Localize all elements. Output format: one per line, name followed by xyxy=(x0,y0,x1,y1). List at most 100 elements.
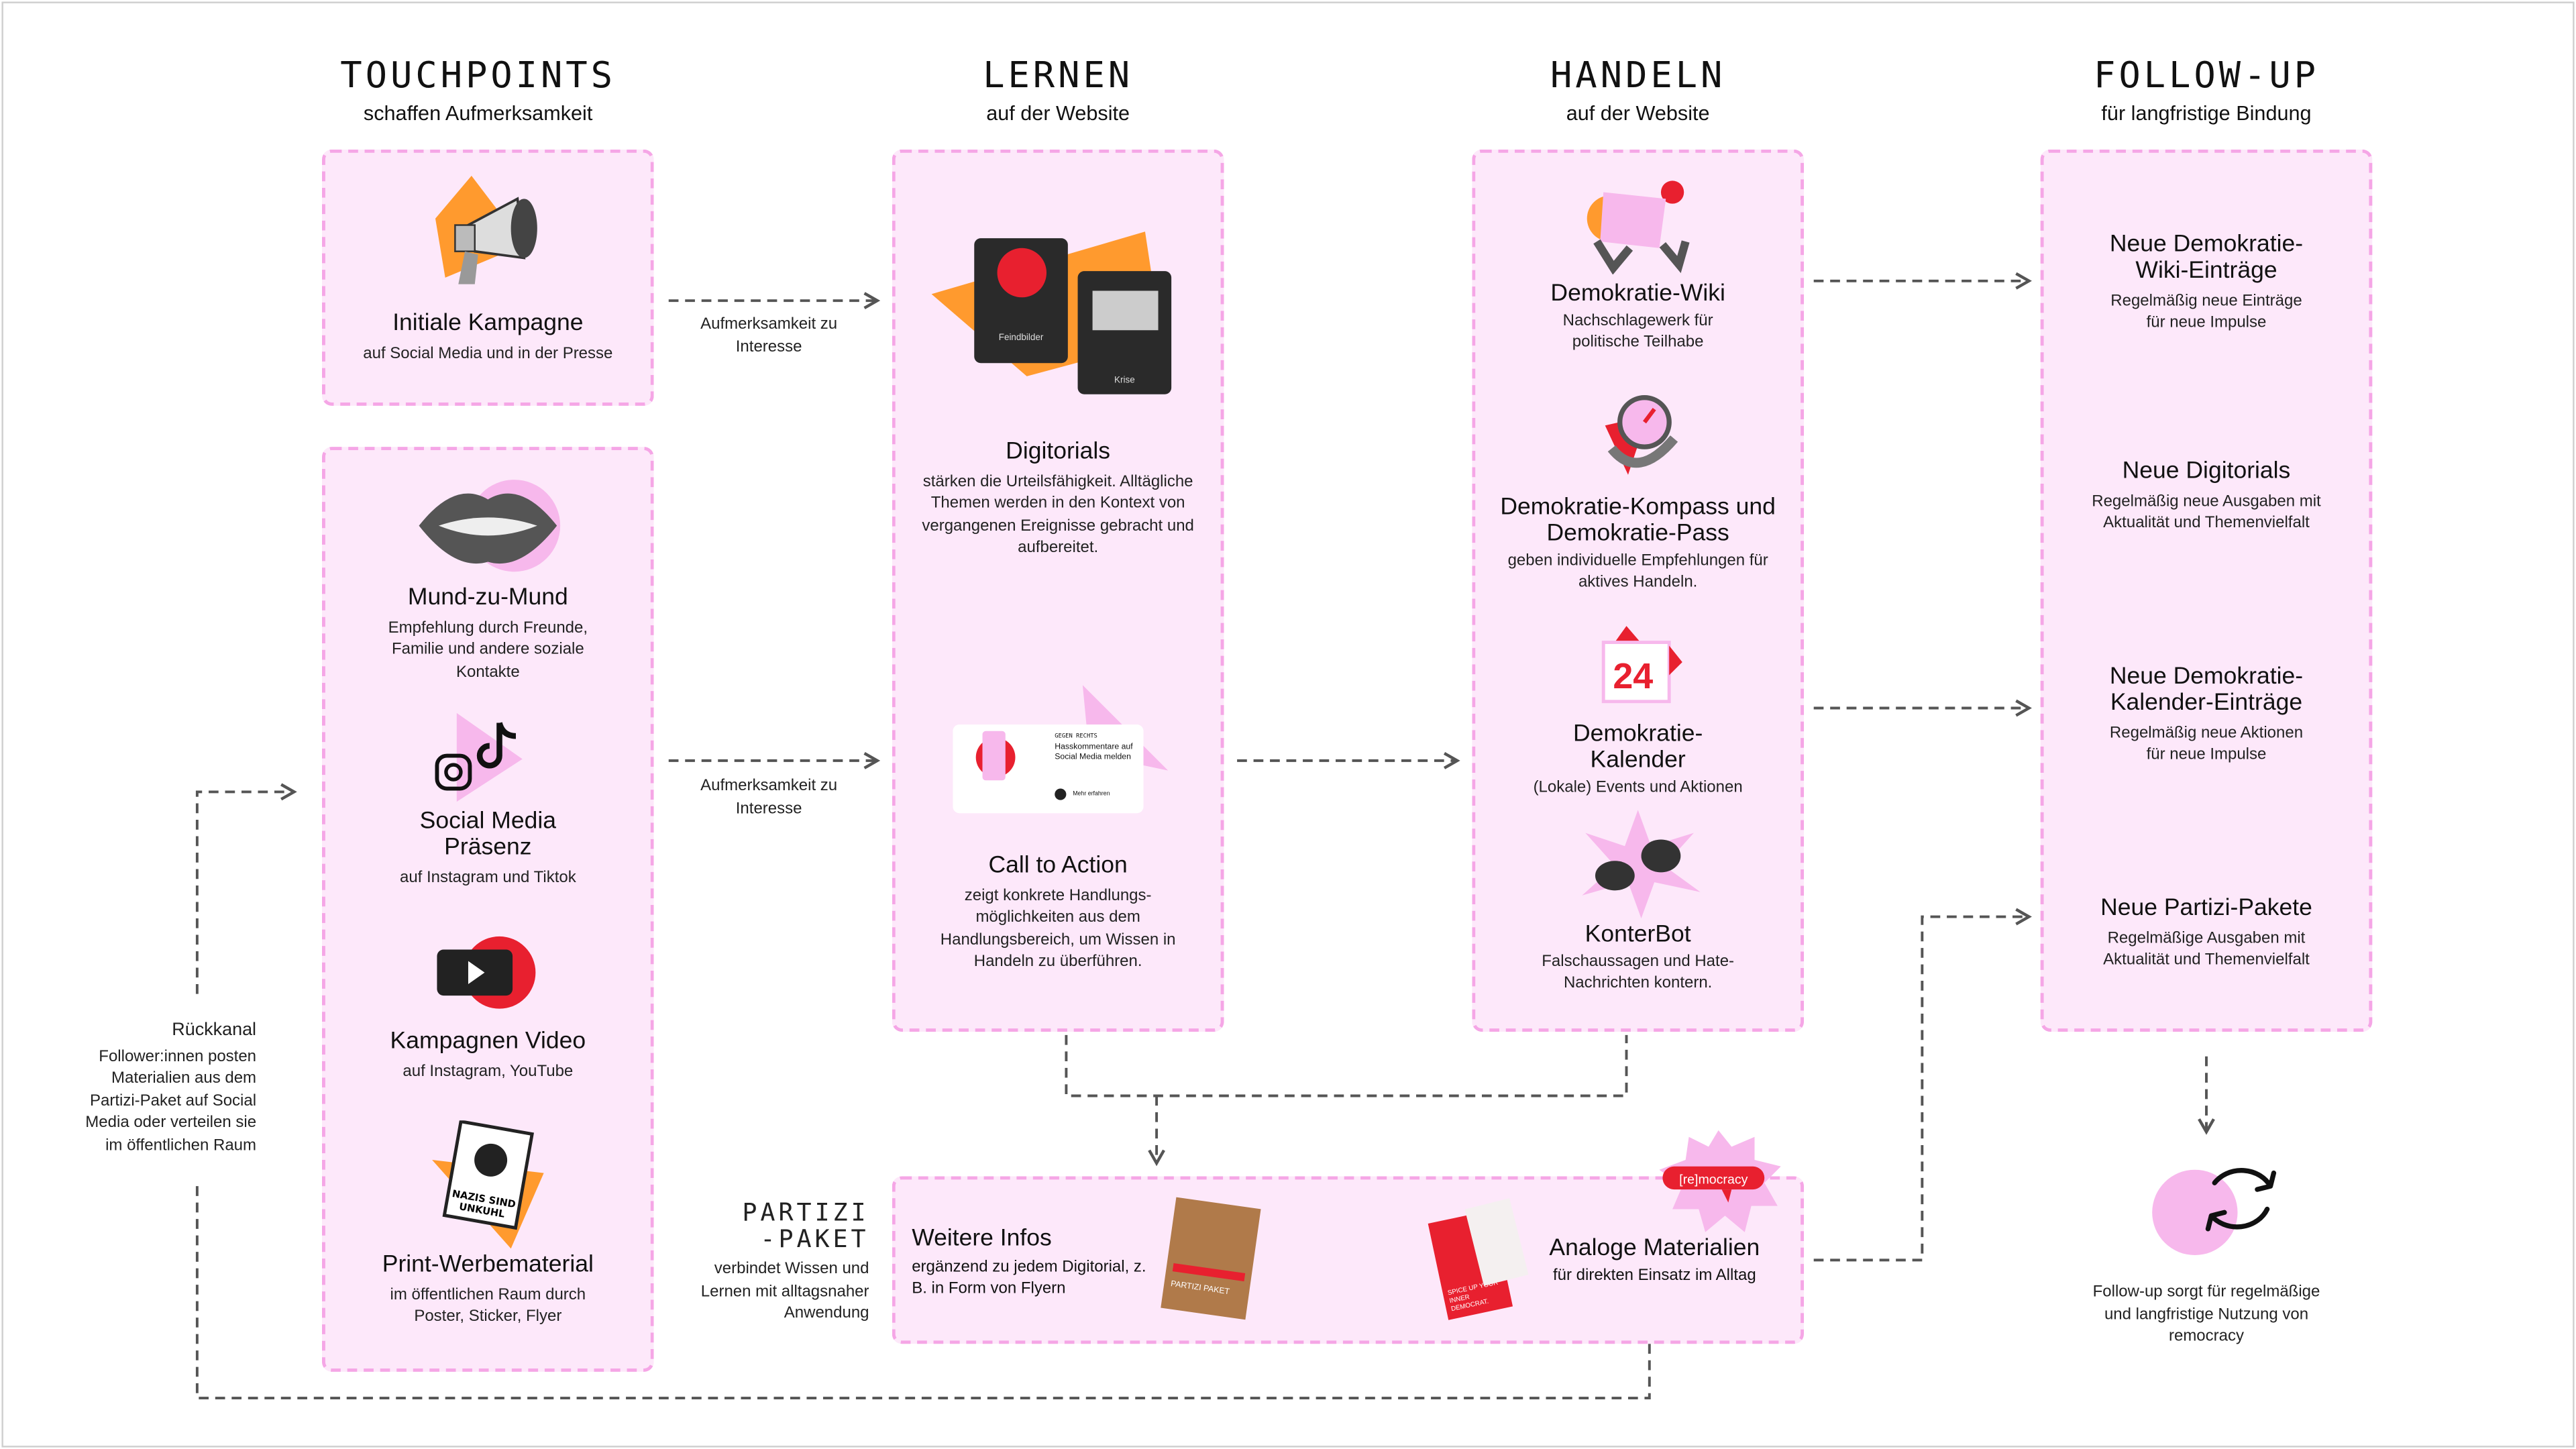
item-title: Demokratie-Kompass und Demokratie-Pass xyxy=(1500,494,1776,547)
cta-card[interactable]: GEGEN RECHTS Hasskommentare auf Social M… xyxy=(953,724,1144,814)
item-desc: Falschaussagen und Hate-Nachrichten kont… xyxy=(1542,953,1735,993)
item-desc: auf Instagram und Tiktok xyxy=(399,869,576,888)
item-title: Neue Demokratie-Wiki-Einträge xyxy=(2109,231,2304,284)
arrow-label: Aufmerksamkeit zu Interesse xyxy=(700,777,838,818)
item-desc: im öffentlichen Raum durch Poster, Stick… xyxy=(390,1286,586,1327)
item-desc: (Lokale) Events und Aktionen xyxy=(1533,778,1743,797)
call-to-action: GEGEN RECHTS Hasskommentare auf Social M… xyxy=(896,685,1221,973)
item-title: KonterBot xyxy=(1585,921,1691,949)
remocracy-badge: [re]mocracy xyxy=(1659,1130,1781,1232)
rueckkanal: Rückkanal Follower:innen posten Material… xyxy=(66,1020,256,1157)
rueckkanal-title: Rückkanal xyxy=(172,1020,257,1040)
demokratie-wiki: Demokratie-Wiki Nachschlagewerk für poli… xyxy=(1475,176,1801,354)
calendar-icon: 24 xyxy=(1601,626,1682,704)
partizi-desc: verbindet Wissen und Lernen mit alltagsn… xyxy=(700,1260,869,1323)
digitorial-card-krise[interactable]: Krise xyxy=(1077,271,1172,394)
card-kicker: GEGEN RECHTS xyxy=(1055,733,1097,740)
item-desc: geben individuelle Empfehlungen für akti… xyxy=(1507,551,1768,592)
partizi-booklet-icon: PARTIZI PAKET xyxy=(1161,1197,1261,1320)
booklet-title: PARTIZI PAKET xyxy=(1170,1279,1230,1298)
cta-card-area: GEGEN RECHTS Hasskommentare auf Social M… xyxy=(896,685,1221,849)
handeln-box: Demokratie-Wiki Nachschlagewerk für poli… xyxy=(1472,149,1805,1032)
rueckkanal-line xyxy=(195,1186,1651,1400)
partizi-label: PARTIZI -PAKET verbindet Wissen und Lern… xyxy=(677,1199,869,1325)
digitorials-cards: Feindbilder Krise xyxy=(896,225,1221,439)
item-title: Neue Demokratie-Kalender-Einträge xyxy=(2109,663,2304,716)
item-desc: für direkten Einsatz im Alltag xyxy=(1552,1267,1756,1285)
item-title: Demokratie-Kalender xyxy=(1572,721,1703,774)
followup-note: Follow-up sorgt für regelmäßige und lang… xyxy=(2092,1283,2320,1346)
item-title: Print-Werbematerial xyxy=(382,1252,594,1279)
megaphone-icon xyxy=(435,176,537,284)
initial-campaign-box: Initiale Kampagne auf Social Media und i… xyxy=(322,149,654,406)
mouth-icon xyxy=(419,480,561,572)
social-media: Social Media Präsenz auf Instagram und T… xyxy=(325,710,651,890)
item-title: Weitere Infos xyxy=(912,1225,1052,1252)
initial-campaign: Initiale Kampagne auf Social Media und i… xyxy=(325,169,651,365)
card-label: Feindbilder xyxy=(998,333,1044,343)
item-desc: zeigt konkrete Handlungs-möglichkeiten a… xyxy=(940,887,1176,971)
arrow-analog-to-partizi xyxy=(1813,908,2032,1262)
item-desc: Regelmäßig neue Einträge für neue Impuls… xyxy=(2110,292,2302,333)
item-desc: Regelmäßig neue Aktionen für neue Impuls… xyxy=(2109,724,2304,765)
analoge-materialien: Analoge Materialien für direkten Einsatz… xyxy=(1549,1236,1760,1285)
calendar-number: 24 xyxy=(1613,656,1653,696)
partizi-title-2: -PAKET xyxy=(760,1224,869,1254)
followup-wiki: Neue Demokratie-Wiki-Einträge Regelmäßig… xyxy=(2044,231,2369,334)
item-desc: ergänzend zu jedem Digitorial, z. B. in … xyxy=(912,1258,1146,1299)
item-desc: Regelmäßig neue Ausgaben mit Aktualität … xyxy=(2092,492,2321,533)
item-title: Initiale Kampagne xyxy=(392,310,584,337)
partizi-box: Weitere Infos ergänzend zu jedem Digitor… xyxy=(892,1176,1805,1344)
item-desc: Regelmäßige Ausgaben mit Aktualität und … xyxy=(2103,930,2310,970)
column-title: HANDELN xyxy=(1550,56,1726,97)
item-title: Kampagnen Video xyxy=(390,1028,586,1055)
arrow-lernen-handeln-to-partizi xyxy=(1065,1034,1628,1163)
item-desc: stärken die Urteilsfähigkeit. Alltäglich… xyxy=(922,473,1194,557)
card-title: Hasskommentare auf Social Media melden xyxy=(1055,742,1133,763)
column-subtitle: auf der Website xyxy=(986,101,1130,125)
lernen-box: Feindbilder Krise Digitorials stärken di… xyxy=(892,149,1224,1032)
followup-digitorials: Neue Digitorials Regelmäßig neue Ausgabe… xyxy=(2044,458,2369,535)
item-title: Demokratie-Wiki xyxy=(1550,280,1725,307)
column-subtitle: für langfristige Bindung xyxy=(2101,101,2312,125)
refresh-cycle-icon xyxy=(2152,1168,2277,1256)
followup-kalender: Neue Demokratie-Kalender-Einträge Regelm… xyxy=(2044,663,2369,766)
followup-box: Neue Demokratie-Wiki-Einträge Regelmäßig… xyxy=(2040,149,2373,1032)
item-title: Analoge Materialien xyxy=(1549,1235,1760,1262)
item-desc: auf Instagram, YouTube xyxy=(402,1063,574,1081)
rueckkanal-arrow xyxy=(195,783,297,994)
column-title: LERNEN xyxy=(983,56,1134,97)
column-handeln: HANDELN auf der Website xyxy=(1391,56,1884,125)
column-title: FOLLOW-UP xyxy=(2093,56,2320,97)
digitorial-card-feindbilder[interactable]: Feindbilder xyxy=(974,238,1068,364)
column-subtitle: auf der Website xyxy=(1566,101,1710,125)
demokratie-kalender: 24 Demokratie-Kalender (Lokale) Events u… xyxy=(1475,619,1801,799)
badge-text: [re]mocracy xyxy=(1679,1173,1748,1187)
weitere-infos: Weitere Infos ergänzend zu jedem Digitor… xyxy=(912,1226,1158,1301)
video-play-icon xyxy=(437,936,536,1009)
item-title: Neue Digitorials xyxy=(2122,458,2291,485)
card-link[interactable]: Mehr erfahren xyxy=(1073,790,1110,797)
kampagnen-video: Kampagnen Video auf Instagram, YouTube xyxy=(325,930,651,1083)
mund-zu-mund: Mund-zu-Mund Empfehlung durch Freunde, F… xyxy=(325,470,651,683)
konterbot: KonterBot Falschaussagen und Hate-Nachri… xyxy=(1475,810,1801,995)
column-title: TOUCHPOINTS xyxy=(340,56,616,97)
item-title: Mund-zu-Mund xyxy=(407,584,568,612)
boxing-gloves-icon xyxy=(1582,810,1701,918)
column-touchpoints: TOUCHPOINTS schaffen Aufmerksamkeit xyxy=(231,56,724,125)
digitorials: Feindbilder Krise Digitorials stärken di… xyxy=(896,225,1221,559)
instagram-tiktok-icon xyxy=(435,712,523,802)
rueckkanal-desc: Follower:innen posten Materialien aus de… xyxy=(85,1047,257,1155)
partizi-title-1: PARTIZI xyxy=(742,1197,869,1228)
column-subtitle: schaffen Aufmerksamkeit xyxy=(363,101,593,125)
item-desc: Nachschlagewerk für politische Teilhabe xyxy=(1562,312,1713,352)
card-label: Krise xyxy=(1114,376,1135,386)
item-desc: Empfehlung durch Freunde, Familie und an… xyxy=(388,619,588,682)
item-title: Social Media Präsenz xyxy=(419,808,556,861)
arrow-label: Aufmerksamkeit zu Interesse xyxy=(700,315,838,356)
